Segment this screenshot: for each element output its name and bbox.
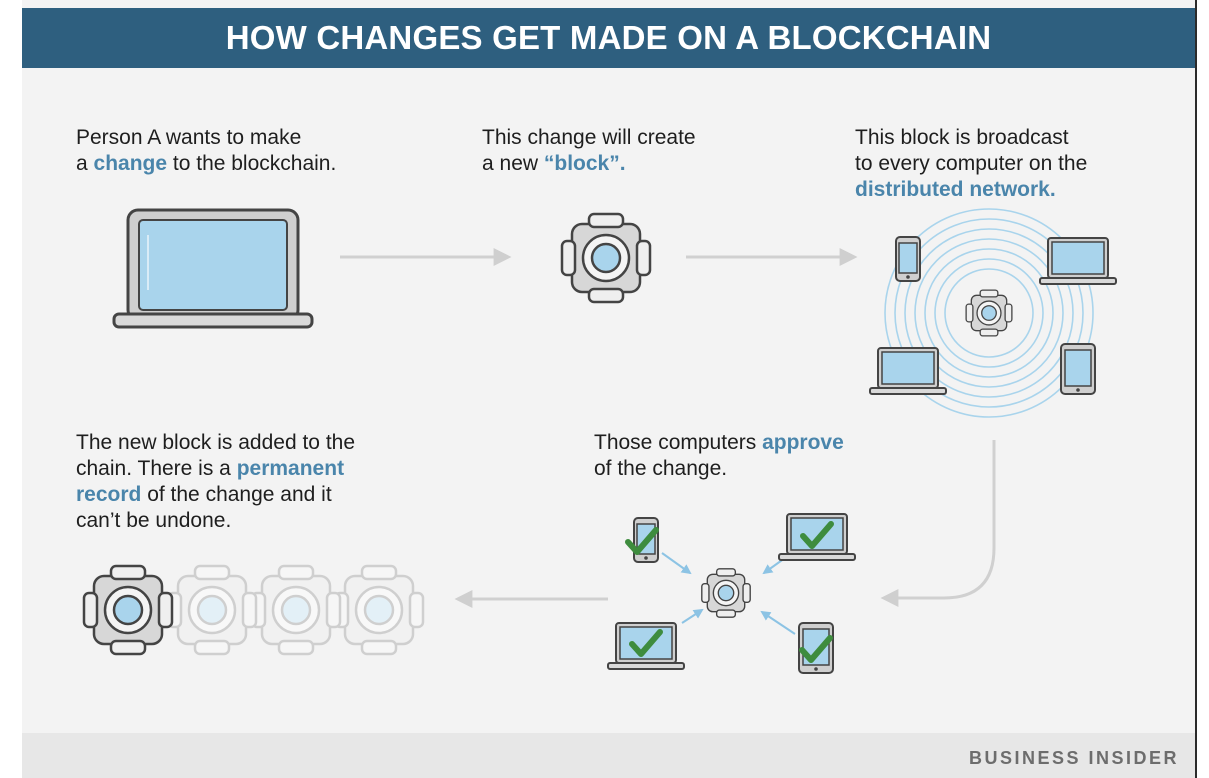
broadcast-waves-icon bbox=[884, 208, 1094, 418]
phone-icon bbox=[895, 236, 921, 282]
step-2-line-2-pre: a new bbox=[482, 152, 544, 175]
block-icon bbox=[82, 564, 174, 656]
tablet-icon bbox=[1060, 343, 1096, 395]
step-5-highlight-b: record bbox=[76, 483, 142, 506]
step-3-text: This block is broadcast to every compute… bbox=[855, 125, 1087, 203]
step-3-line-1: This block is broadcast bbox=[855, 126, 1069, 149]
step-5-text: The new block is added to the chain. The… bbox=[76, 430, 355, 534]
step-2-highlight: “block”. bbox=[543, 152, 626, 175]
step-4-highlight: approve bbox=[762, 431, 844, 454]
step-5-line-2: chain. There is a permanent bbox=[76, 456, 355, 482]
step-4-line-1: Those computers approve bbox=[594, 430, 844, 456]
step-5-line-4: can’t be undone. bbox=[76, 509, 232, 532]
step-2-line-2: a new “block”. bbox=[482, 151, 696, 177]
block-icon bbox=[560, 212, 652, 304]
arrow-icon bbox=[760, 610, 796, 635]
step-5-line-3: record of the change and it bbox=[76, 482, 355, 508]
step-1-line-2-post: to the blockchain. bbox=[167, 152, 337, 175]
step-4-line-2: of the change. bbox=[594, 457, 728, 480]
frame-left-margin bbox=[0, 0, 22, 778]
step-1-line-2: a change to the blockchain. bbox=[76, 151, 336, 177]
arrow-icon bbox=[880, 440, 996, 607]
header-banner: HOW CHANGES GET MADE ON A BLOCKCHAIN bbox=[22, 8, 1195, 68]
step-2-text: This change will create a new “block”. bbox=[482, 125, 696, 177]
footer: BUSINESS INSIDER bbox=[22, 733, 1195, 778]
step-4-text: Those computers approve of the change. bbox=[594, 430, 844, 482]
block-icon bbox=[965, 289, 1013, 337]
block-icon bbox=[250, 564, 342, 656]
step-4-line-1-pre: Those computers bbox=[594, 431, 763, 454]
step-5-line-2-pre: chain. There is a bbox=[76, 457, 237, 480]
step-1-line-1: Person A wants to make bbox=[76, 126, 302, 149]
step-5-line-3-post: of the change and it bbox=[141, 483, 332, 506]
infographic-panel: HOW CHANGES GET MADE ON A BLOCKCHAIN Per… bbox=[22, 0, 1195, 778]
step-5-line-1: The new block is added to the bbox=[76, 431, 356, 454]
block-icon bbox=[701, 568, 751, 618]
arrow-icon bbox=[681, 608, 704, 624]
laptop-icon bbox=[112, 208, 314, 329]
frame-right-margin bbox=[1195, 0, 1209, 778]
step-3-line-2: to every computer on the bbox=[855, 152, 1088, 175]
block-icon bbox=[333, 564, 425, 656]
illustrations bbox=[82, 208, 1117, 674]
arrow-icon bbox=[661, 552, 692, 575]
step-3-highlight: distributed network. bbox=[855, 178, 1056, 201]
block-icon bbox=[166, 564, 258, 656]
laptop-icon bbox=[1039, 237, 1117, 285]
step-1-line-2-pre: a bbox=[76, 152, 94, 175]
step-2-line-1: This change will create bbox=[482, 126, 696, 149]
laptop-icon bbox=[869, 347, 947, 395]
step-1-highlight: change bbox=[93, 152, 168, 175]
step-1-text: Person A wants to make a change to the b… bbox=[76, 125, 336, 177]
page-title: HOW CHANGES GET MADE ON A BLOCKCHAIN bbox=[225, 19, 992, 56]
step-5-highlight-a: permanent bbox=[236, 457, 345, 480]
brand-logo: BUSINESS INSIDER bbox=[968, 748, 1179, 768]
